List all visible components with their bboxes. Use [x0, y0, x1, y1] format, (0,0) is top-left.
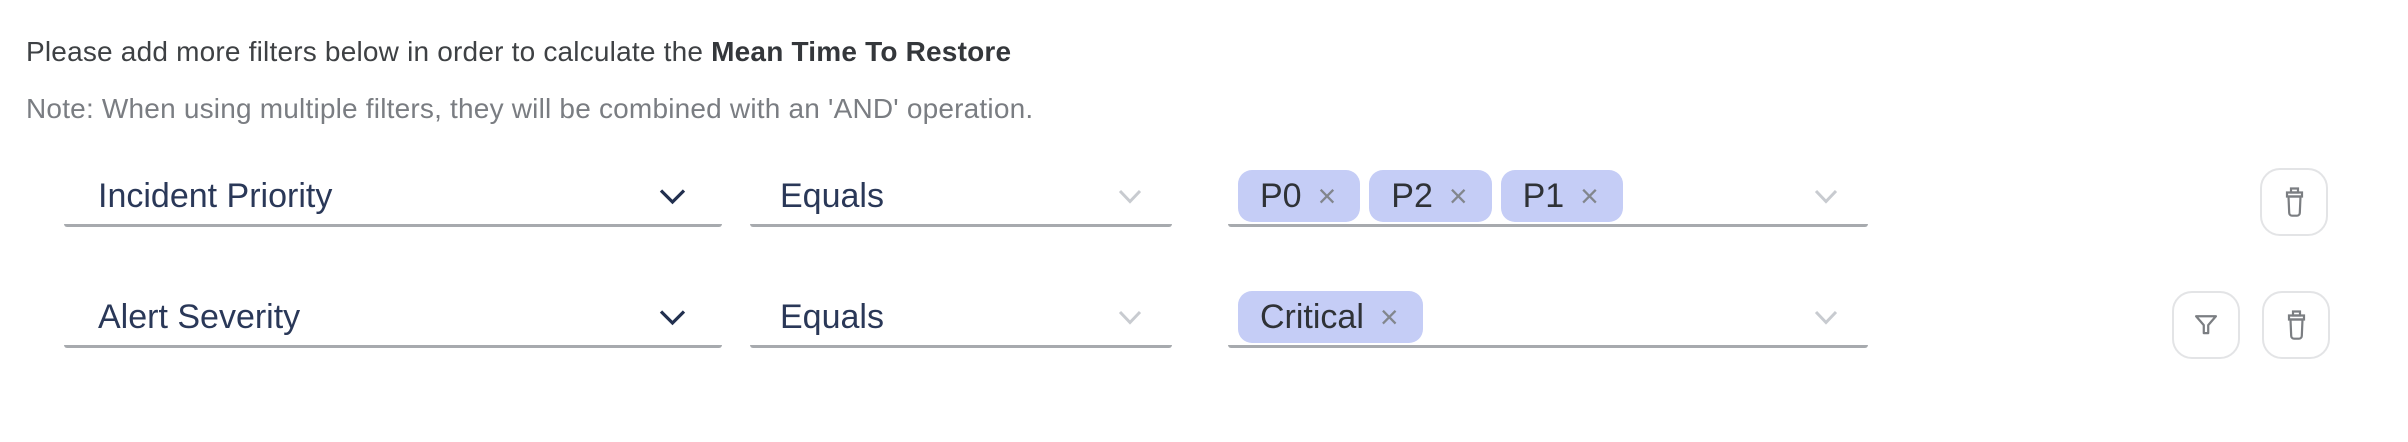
apply-filter-button-row2[interactable]: [2172, 291, 2240, 359]
field-select-row2[interactable]: Alert Severity: [64, 289, 722, 348]
field-select-row1[interactable]: Incident Priority: [64, 168, 722, 227]
value-tag-label: P0: [1260, 176, 1302, 215]
chevron-down-icon[interactable]: [1814, 189, 1838, 204]
chevron-down-icon[interactable]: [1118, 310, 1142, 325]
remove-tag-icon[interactable]: ×: [1317, 178, 1337, 214]
trash-icon: [2287, 309, 2305, 340]
note-text: Note: When using multiple filters, they …: [26, 93, 1034, 124]
operator-select-row1[interactable]: Equals: [750, 168, 1172, 227]
field-select-row2-value: Alert Severity: [98, 297, 301, 336]
chevron-down-icon[interactable]: [659, 188, 686, 205]
values-multiselect-row1[interactable]: P0 × P2 × P1 ×: [1228, 168, 1868, 227]
remove-tag-icon[interactable]: ×: [1379, 299, 1399, 335]
value-tag-label: P2: [1391, 176, 1433, 215]
delete-filter-button-row2[interactable]: [2262, 291, 2330, 359]
funnel-icon: [2194, 315, 2218, 335]
remove-tag-icon[interactable]: ×: [1580, 178, 1599, 214]
value-tag: P0 ×: [1238, 170, 1361, 222]
value-tag: Critical ×: [1238, 291, 1423, 343]
delete-filter-button-row1[interactable]: [2260, 168, 2328, 236]
chevron-down-icon[interactable]: [659, 309, 686, 326]
chevron-down-icon[interactable]: [1118, 189, 1142, 204]
tag-list: P0 × P2 × P1 ×: [1238, 170, 1623, 222]
value-tag-label: P1: [1522, 176, 1565, 215]
intro-text-normal: Please add more filters below in order t…: [26, 36, 704, 67]
values-multiselect-row2[interactable]: Critical ×: [1228, 289, 1868, 348]
operator-select-row2-value: Equals: [780, 297, 884, 336]
value-tag: P1 ×: [1500, 170, 1623, 222]
field-select-row1-value: Incident Priority: [98, 176, 333, 215]
tag-list: Critical ×: [1238, 291, 1423, 343]
value-tag-label: Critical: [1260, 297, 1364, 336]
intro-text: Please add more filters below in order t…: [26, 36, 1011, 68]
operator-select-row2[interactable]: Equals: [750, 289, 1172, 348]
remove-tag-icon[interactable]: ×: [1448, 178, 1468, 214]
trash-icon: [2285, 186, 2303, 217]
operator-select-row1-value: Equals: [780, 176, 884, 215]
chevron-down-icon[interactable]: [1814, 310, 1838, 325]
metric-name: Mean Time To Restore: [711, 36, 1012, 67]
value-tag: P2 ×: [1369, 170, 1492, 222]
